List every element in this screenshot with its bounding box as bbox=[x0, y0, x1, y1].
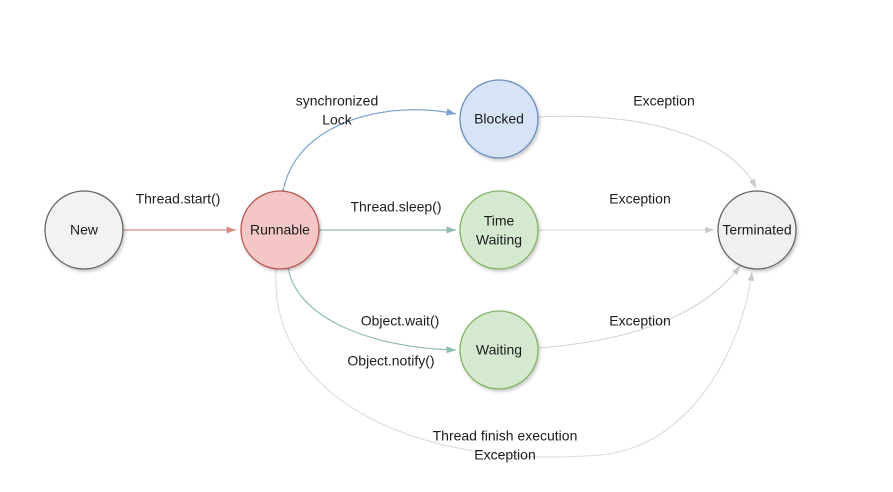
edge-waiting-terminated bbox=[537, 265, 741, 349]
node-time-waiting[interactable]: Time Waiting bbox=[459, 190, 539, 270]
node-new-label: New bbox=[70, 222, 99, 238]
node-runnable[interactable]: Runnable bbox=[240, 190, 320, 270]
edge-label-thread-sleep: Thread.sleep() bbox=[350, 199, 441, 215]
node-new[interactable]: New bbox=[44, 190, 124, 270]
edge-label-lock: Lock bbox=[322, 112, 353, 128]
edge-label-object-wait: Object.wait() bbox=[361, 313, 440, 329]
edge-runnable-waiting bbox=[283, 261, 457, 354]
node-time-waiting-label-line2: Waiting bbox=[476, 232, 522, 248]
node-terminated-label: Terminated bbox=[722, 222, 791, 238]
edge-runnable-blocked bbox=[278, 108, 457, 198]
node-waiting[interactable]: Waiting bbox=[459, 310, 539, 390]
edge-label-synchronized: synchronized bbox=[296, 93, 379, 109]
node-terminated[interactable]: Terminated bbox=[717, 190, 797, 270]
node-blocked[interactable]: Blocked bbox=[459, 79, 539, 159]
edge-label-exception-time-waiting: Exception bbox=[609, 191, 670, 207]
edge-blocked-terminated bbox=[537, 115, 757, 189]
edge-label-object-notify: Object.notify() bbox=[347, 353, 434, 369]
edge-runnable-terminated bbox=[275, 268, 755, 458]
edge-label-exception-waiting: Exception bbox=[609, 313, 670, 329]
node-runnable-label: Runnable bbox=[250, 222, 310, 238]
edge-label-thread-finish: Thread finish execution bbox=[433, 428, 578, 444]
node-blocked-label: Blocked bbox=[474, 111, 524, 127]
node-waiting-label: Waiting bbox=[476, 342, 522, 358]
edge-label-exception-blocked: Exception bbox=[633, 93, 694, 109]
node-time-waiting-label-line1: Time bbox=[484, 213, 515, 229]
edge-label-exception-bottom: Exception bbox=[474, 447, 535, 463]
edge-label-thread-start: Thread.start() bbox=[136, 191, 221, 207]
